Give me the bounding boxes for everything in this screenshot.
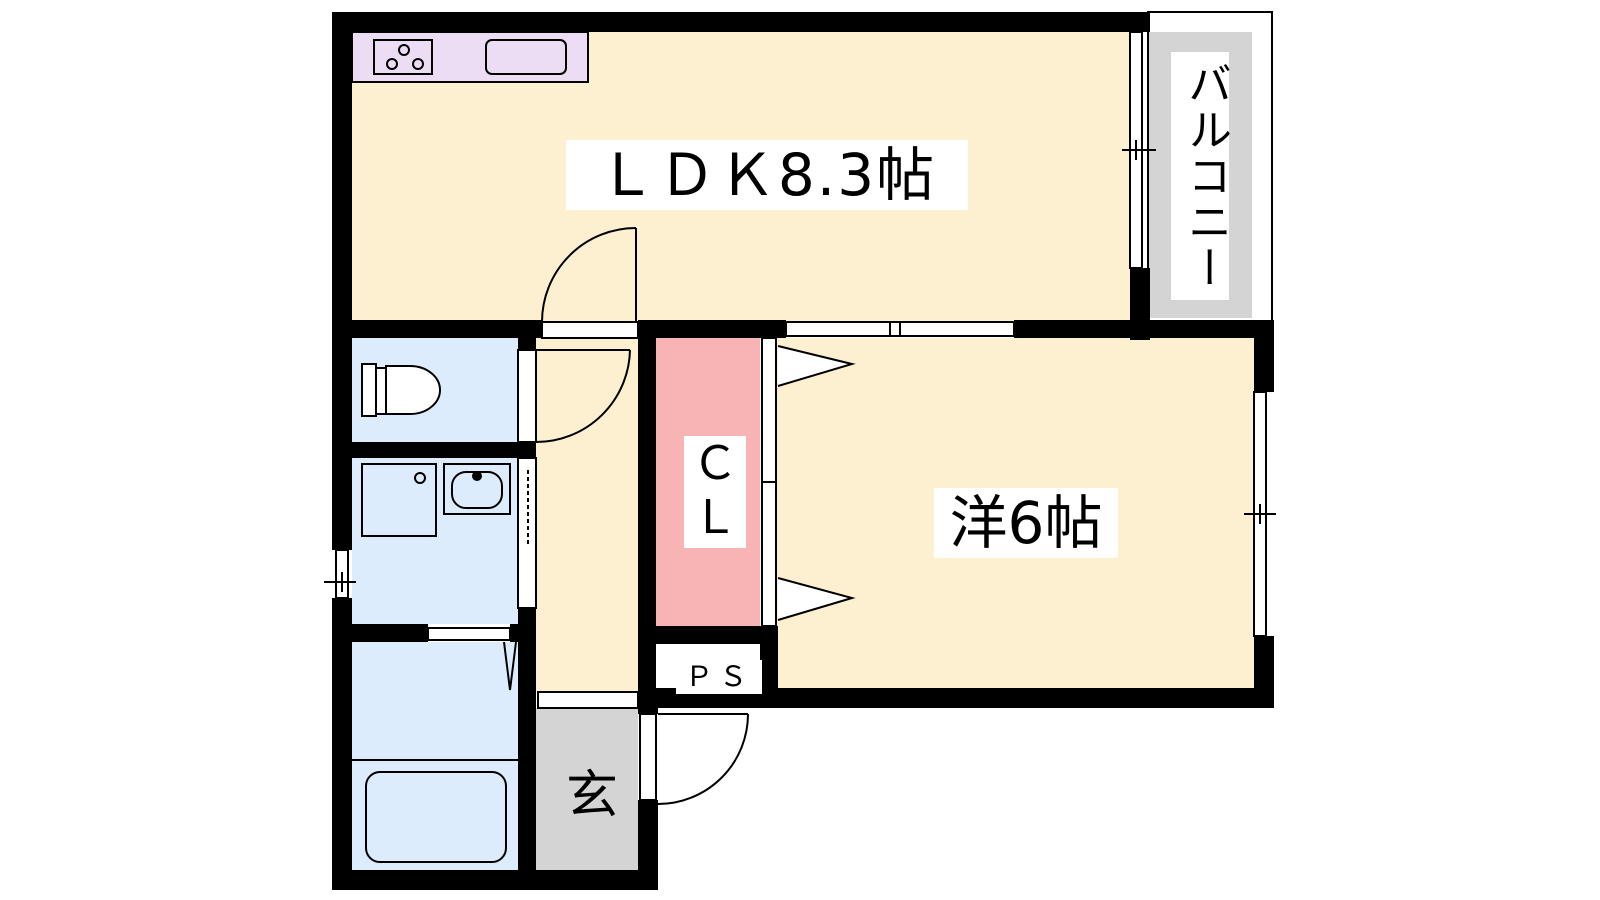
- western-room-label: 洋6帖: [934, 488, 1118, 558]
- washbasin-icon: [361, 463, 511, 537]
- entrance-label: 玄: [565, 766, 618, 826]
- sink-icon: [485, 39, 567, 75]
- toilet-icon: [361, 363, 441, 417]
- balcony-label: バルコニー: [1171, 52, 1231, 300]
- closet-doors: [761, 337, 856, 627]
- hallway-floor: [536, 322, 638, 694]
- entrance-floor: [536, 708, 638, 872]
- walls: [332, 12, 1274, 890]
- bathroom-floor: [352, 642, 518, 870]
- doors: [427, 227, 749, 805]
- bathtub-icon: [352, 759, 518, 863]
- stove-icon: [373, 39, 433, 75]
- windows: [324, 31, 1276, 637]
- ldk-label: ＬＤＫ8.3帖: [566, 140, 968, 210]
- closet-label: ＣＬ: [684, 436, 746, 548]
- ps-label: ＰＳ: [676, 660, 762, 694]
